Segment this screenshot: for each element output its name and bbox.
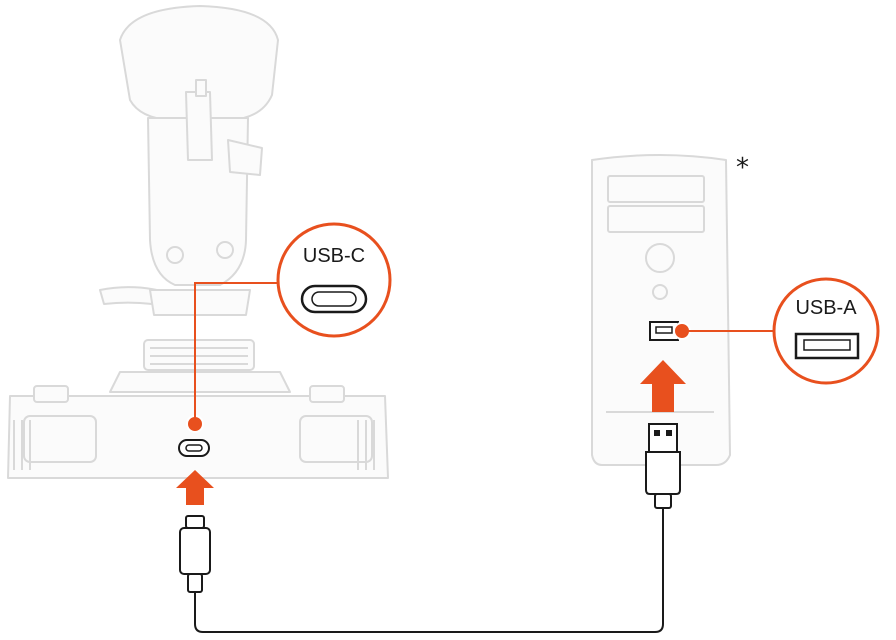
desktop-tower-icon — [591, 154, 731, 466]
joystick-icon — [7, 5, 389, 479]
usb-a-callout: USB-A — [772, 277, 880, 385]
usb-c-port-icon — [178, 439, 210, 457]
arrow-up-icon — [176, 470, 214, 505]
usb-cable — [194, 508, 664, 633]
usb-a-label: USB-A — [795, 297, 857, 319]
usb-c-callout: USB-C — [276, 222, 392, 338]
usb-c-plug-icon — [179, 515, 211, 593]
usb-c-leader-line — [194, 282, 300, 424]
usb-a-plug-icon — [645, 423, 681, 509]
usb-c-label: USB-C — [303, 245, 365, 267]
footnote-asterisk: * — [736, 153, 749, 183]
arrow-up-icon — [640, 360, 686, 412]
